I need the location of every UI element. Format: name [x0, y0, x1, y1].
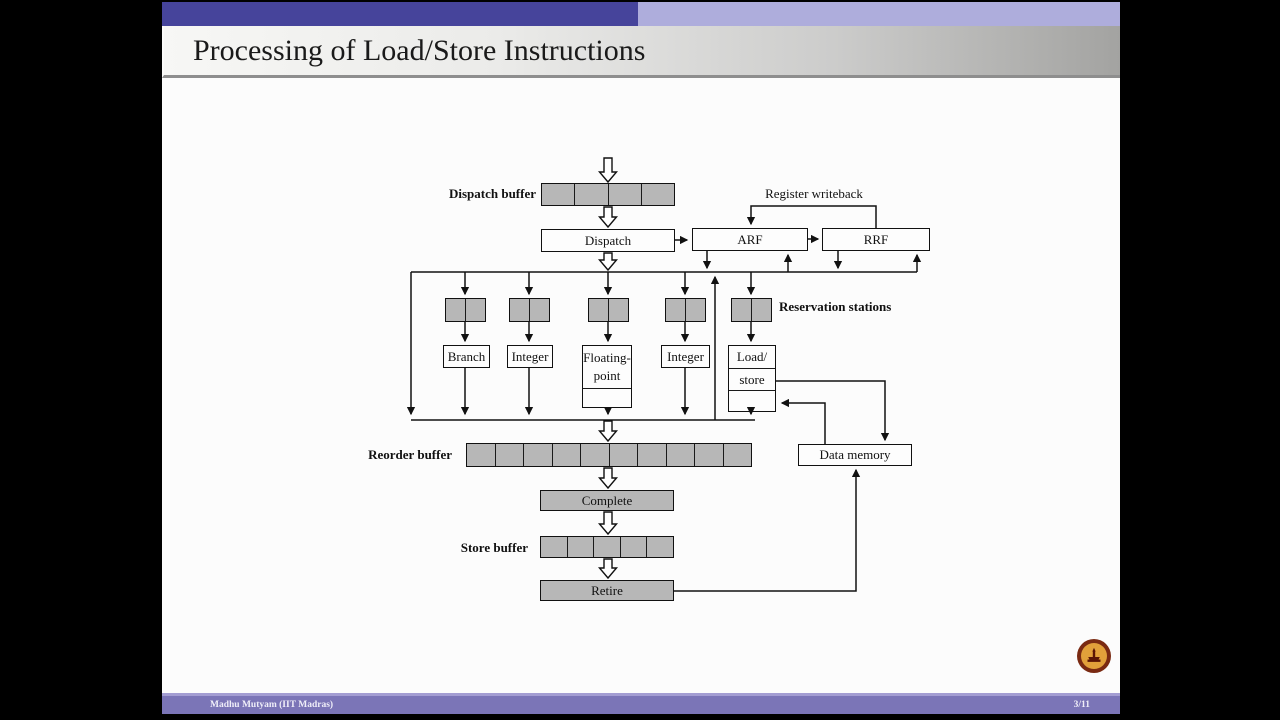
- floating-point-unit: Floating- point: [582, 345, 632, 408]
- register-writeback-label: Register writeback: [765, 186, 863, 201]
- iitm-lamp-icon: [1087, 647, 1101, 662]
- branch-unit-label: Branch: [447, 348, 486, 364]
- footer-bar: Madhu Mutyam (IIT Madras) 3/11: [162, 696, 1120, 714]
- load-store-label-top: Load/: [736, 349, 768, 364]
- retire-box-label: Retire: [591, 582, 623, 598]
- reservation-station: [731, 298, 772, 322]
- store-buffer-label: Store buffer: [460, 540, 528, 555]
- footer-page-number: 3/11: [1073, 700, 1090, 710]
- header-band: [162, 2, 1120, 26]
- arf-box-label: ARF: [737, 231, 763, 247]
- floating-point-stage-cell: [583, 388, 631, 407]
- rrf-box-label: RRF: [863, 231, 889, 247]
- reservation-station: [665, 298, 706, 322]
- footer: Madhu Mutyam (IIT Madras) 3/11: [162, 693, 1120, 714]
- integer-unit-right-label: Integer: [667, 348, 704, 364]
- dispatch-buffer-label: Dispatch buffer: [448, 186, 536, 201]
- load-store-label-middle: store: [739, 371, 765, 387]
- dispatch-buffer: [541, 183, 675, 206]
- footer-author: Madhu Mutyam (IIT Madras): [210, 700, 334, 710]
- reorder-buffer-label: Reorder buffer: [368, 447, 452, 462]
- integer-unit-left: Integer: [507, 345, 553, 368]
- floating-point-label-top: Floating-: [583, 350, 631, 365]
- reservation-station: [445, 298, 486, 322]
- complete-box-label: Complete: [581, 492, 633, 508]
- complete-box: Complete: [540, 490, 674, 511]
- header-band-light: [638, 2, 1120, 26]
- reservation-station: [588, 298, 629, 322]
- load-store-unit: Load/ store: [728, 345, 776, 412]
- reservation-stations-label: Reservation stations: [779, 299, 892, 314]
- arf-box: ARF: [692, 228, 808, 251]
- floating-point-label-bottom: point: [593, 368, 621, 383]
- reorder-buffer: [466, 443, 752, 467]
- header-band-dark: [162, 2, 638, 26]
- integer-unit-left-label: Integer: [511, 348, 549, 364]
- load-store-stage-cell: [729, 390, 775, 411]
- iitm-logo-inner: [1081, 643, 1107, 669]
- retire-box: Retire: [540, 580, 674, 601]
- reservation-station: [509, 298, 550, 322]
- integer-unit-right: Integer: [661, 345, 710, 368]
- iitm-logo: [1077, 639, 1111, 673]
- title-bar: Processing of Load/Store Instructions: [162, 26, 1120, 78]
- dispatch-box: Dispatch: [541, 229, 675, 252]
- data-memory-label: Data memory: [819, 447, 891, 462]
- rrf-box: RRF: [822, 228, 930, 251]
- footer-top-strip: [162, 693, 1120, 696]
- slide: [162, 2, 1120, 714]
- data-memory-box: Data memory: [798, 444, 912, 466]
- branch-unit: Branch: [443, 345, 490, 368]
- dispatch-box-label: Dispatch: [584, 232, 632, 248]
- page-title: Processing of Load/Store Instructions: [193, 34, 646, 67]
- store-buffer: [540, 536, 674, 558]
